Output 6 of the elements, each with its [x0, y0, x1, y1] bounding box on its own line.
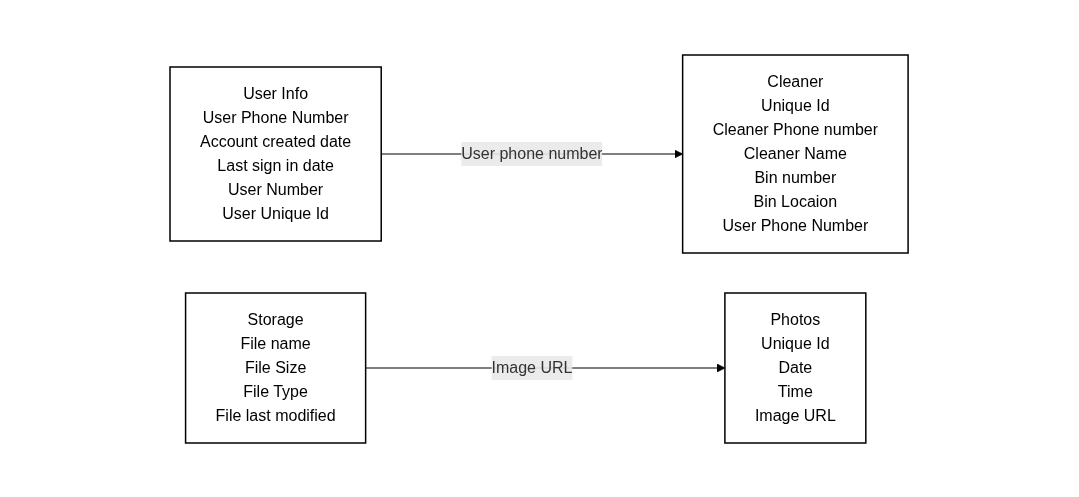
node-box: User Info User Phone Number Account created date Last sign in date User Number User Unique Id	[169, 65, 383, 242]
node-box: Cleaner Unique Id Cleaner Phone number Cleaner Name Bin number Bin Locaion User Phone Number	[682, 53, 910, 254]
edge-label: Image URL	[491, 358, 573, 376]
node-box: Photos Unique Id Date Time Image URL	[724, 291, 867, 444]
node-box: Storage File name File Size File Type File last modified	[185, 291, 367, 444]
edge-label: User phone number	[461, 144, 604, 162]
